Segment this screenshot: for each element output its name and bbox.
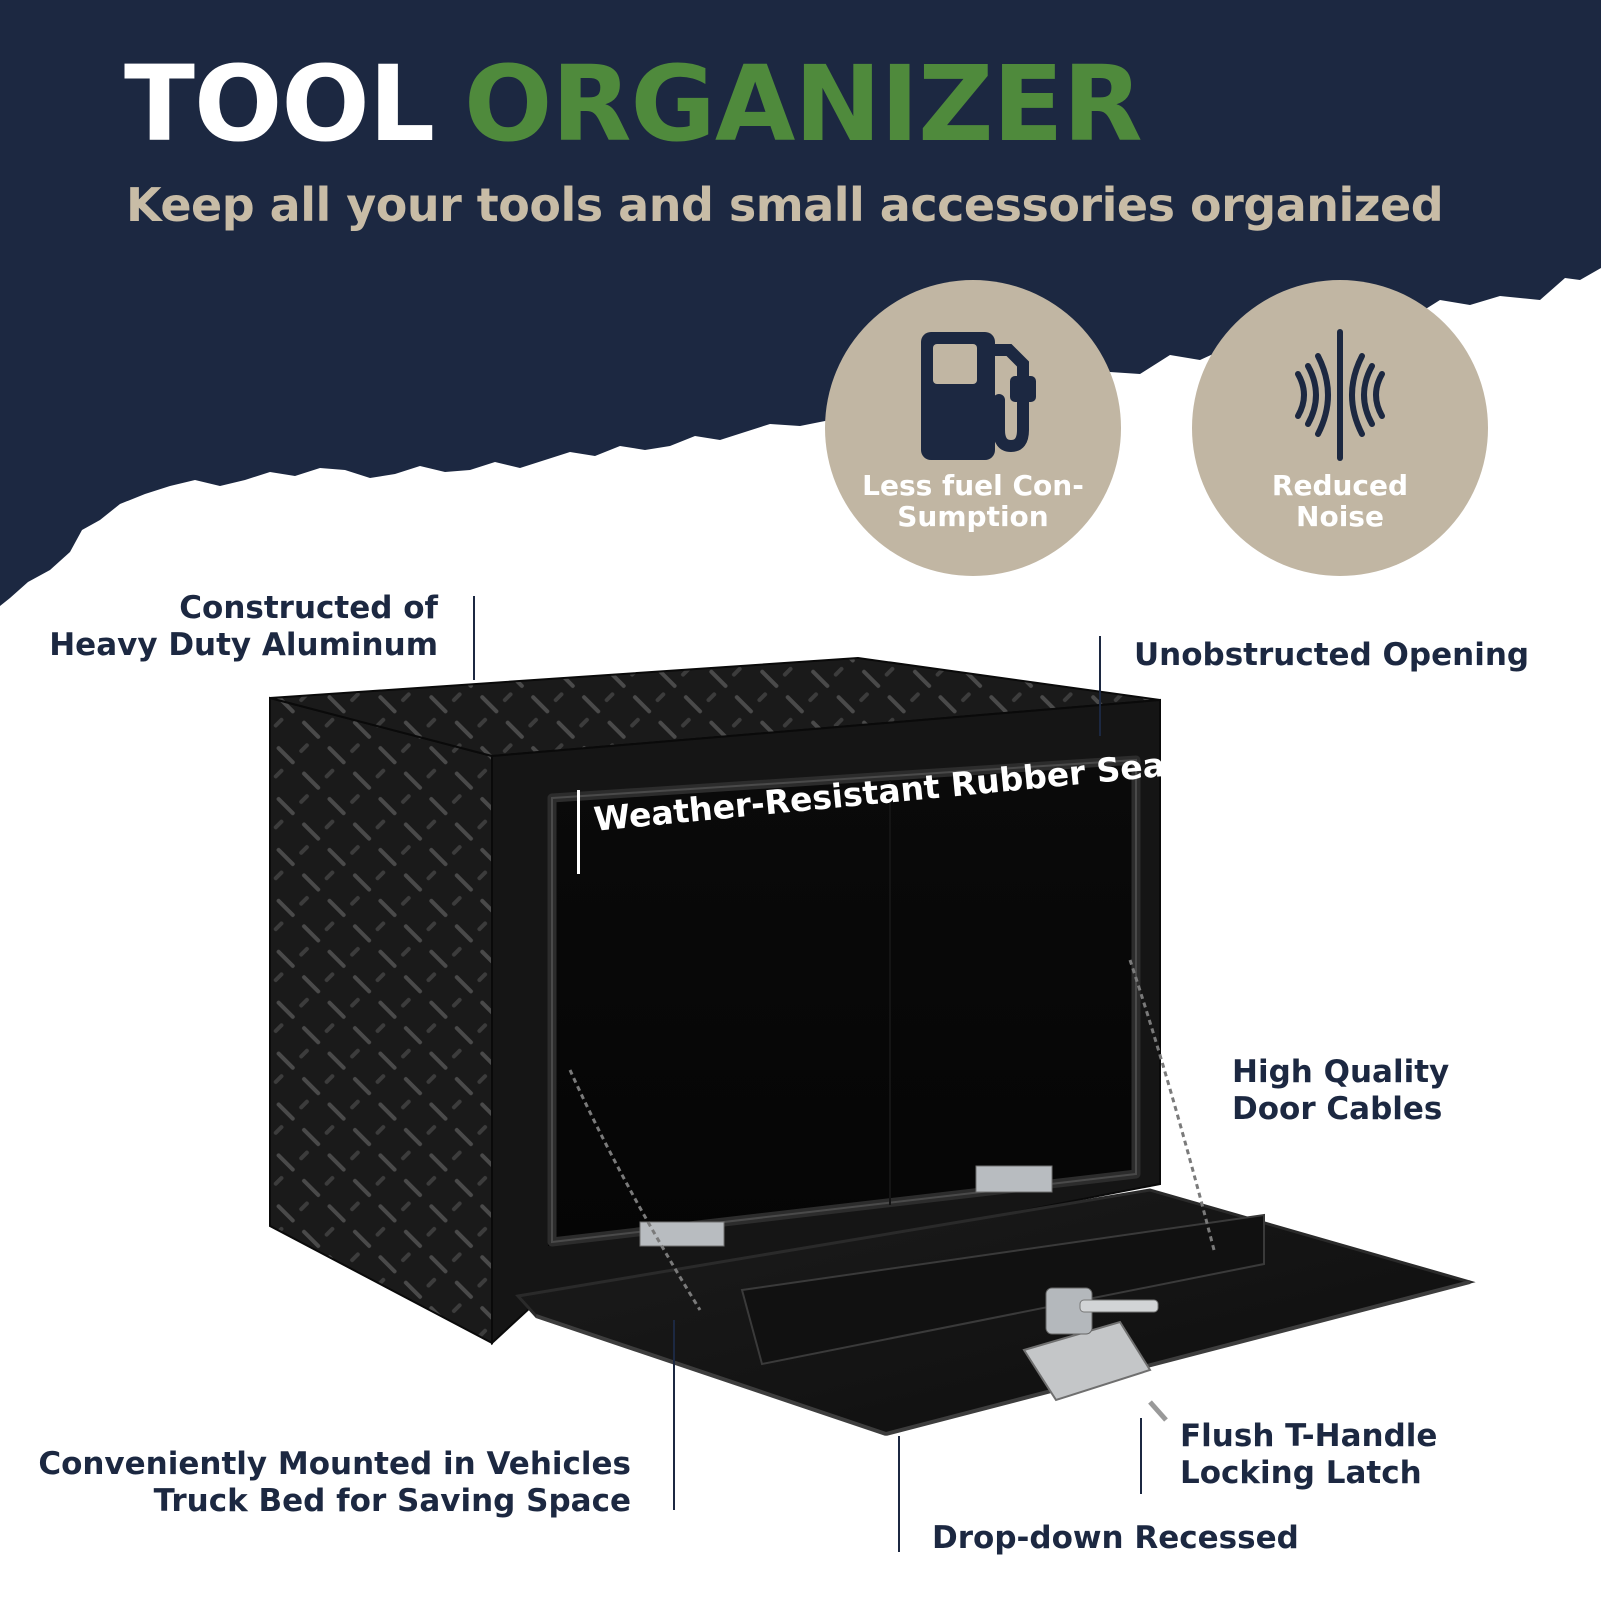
callout-mounted-line2: Truck Bed for Saving Space bbox=[153, 1483, 631, 1519]
callout-cables: High Quality Door Cables bbox=[1232, 1054, 1449, 1128]
badge-noise-line2: Noise bbox=[1296, 500, 1384, 533]
callout-cables-line1: High Quality bbox=[1232, 1054, 1450, 1090]
badge-noise: Reduced Noise bbox=[1192, 280, 1488, 576]
callout-aluminum-line bbox=[473, 596, 475, 680]
callout-cables-line2: Door Cables bbox=[1232, 1091, 1443, 1127]
badge-fuel-line2: Sumption bbox=[897, 500, 1049, 533]
callout-latch: Flush T-Handle Locking Latch bbox=[1180, 1418, 1437, 1492]
page-subtitle: Keep all your tools and small accessorie… bbox=[126, 178, 1444, 232]
callout-aluminum: Constructed of Heavy Duty Aluminum bbox=[49, 590, 438, 664]
hinge-left bbox=[639, 1221, 725, 1247]
door-cable-left bbox=[568, 1069, 702, 1311]
callout-mounted: Conveniently Mounted in Vehicles Truck B… bbox=[38, 1446, 631, 1520]
callout-aluminum-line2: Heavy Duty Aluminum bbox=[49, 627, 438, 663]
badge-noise-line1: Reduced bbox=[1271, 469, 1409, 502]
callout-opening-line bbox=[1099, 636, 1101, 736]
callout-latch-line bbox=[1140, 1418, 1142, 1494]
callout-mounted-line1: Conveniently Mounted in Vehicles bbox=[38, 1446, 631, 1482]
callout-dropdown-line bbox=[898, 1436, 900, 1552]
badge-fuel-line1: Less fuel Con- bbox=[862, 469, 1084, 502]
door-cable-right bbox=[1128, 959, 1216, 1251]
title-word-organizer: ORGANIZER bbox=[464, 43, 1143, 165]
callout-opening: Unobstructed Opening bbox=[1134, 637, 1529, 674]
callout-mounted-line bbox=[673, 1320, 675, 1510]
box-side-panel bbox=[269, 696, 493, 1345]
callout-dropdown-line1: Drop-down Recessed bbox=[932, 1520, 1299, 1556]
callout-opening-line1: Unobstructed Opening bbox=[1134, 637, 1530, 673]
box-opening bbox=[548, 758, 1140, 1246]
callout-latch-line2: Locking Latch bbox=[1180, 1455, 1422, 1491]
callout-dropdown: Drop-down Recessed bbox=[932, 1520, 1299, 1557]
badge-fuel: Less fuel Con- Sumption bbox=[825, 280, 1121, 576]
t-handle-latch bbox=[1022, 1287, 1168, 1422]
fuel-pump-icon bbox=[921, 332, 1036, 460]
callout-latch-line1: Flush T-Handle bbox=[1180, 1418, 1438, 1454]
hinge-right bbox=[975, 1165, 1053, 1193]
title-word-tool: TOOL bbox=[124, 43, 435, 165]
sound-waves-icon bbox=[1295, 329, 1385, 461]
callout-aluminum-line1: Constructed of bbox=[179, 590, 438, 626]
seal-callout-line bbox=[577, 790, 580, 874]
header-banner bbox=[0, 0, 1601, 606]
